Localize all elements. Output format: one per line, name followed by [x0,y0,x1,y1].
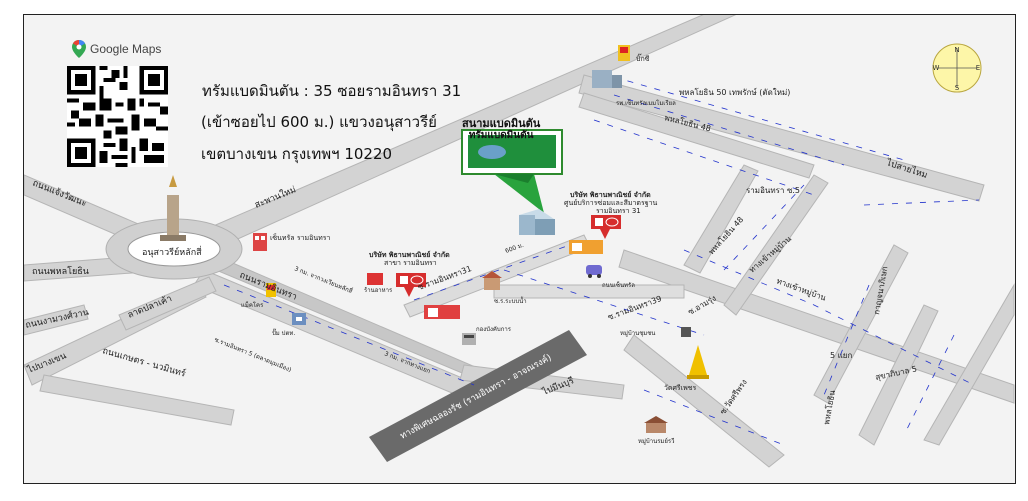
venue-label: สนามแบดมินตัน ทรัมแบดมินตัน [462,118,540,142]
expressway [369,330,587,462]
compass-icon: N S W E [932,43,982,93]
google-maps-pin-icon [72,40,86,58]
compass-e: E [976,64,980,72]
temple-icon [687,345,709,379]
compass-s: S [955,84,960,92]
label-km3: 3 กม. จากวงเวียนหลักสี่ [293,264,354,295]
label-toyota-b2: ศูนย์บริการซ่อมและสีมาตรฐาน [564,199,658,207]
label-kaset-nawamin: ถนนเกษตร - นวมินทร์ [101,344,187,379]
school-icon [681,327,691,337]
label-soi-watsriprong: ซ.วัดศรีพรง [718,378,749,416]
label-distance: 600 ม. [504,242,525,255]
hospital-icon [592,70,622,88]
label-monument: อนุสาวรีย์หลักสี่ [142,245,202,258]
label-house: ซ.ร.ระบบน้ำ [494,295,527,305]
label-ramintra5: รามอินทรา ซ.5 [746,186,800,195]
label-soi-amrut: ซ.อามรุ่ง [687,294,718,317]
label-toyota-a: บริษัท พิธานพาณิชย์ จำกัด [369,250,450,259]
label-five-yaek: 5 แยก [830,351,852,360]
address-line-3: เขตบางเขน กรุงเทพฯ 10220 [201,145,393,163]
monument-icon [160,175,186,241]
label-toyota-b: บริษัท พิธานพาณิชย์ จำกัด [570,190,651,199]
label-school: หมู่บ้านชุมชน [620,330,655,337]
label-toyota-b3: รามอินทรา 31 [596,207,641,215]
toyota-marker-a [396,273,426,297]
label-phahon50: พหลโยธิน 50 เทพรักษ์ (ตัดใหม่) [679,87,790,97]
label-temple: วัดศรีเพชร [664,384,696,392]
police-icon [462,333,476,345]
place-labels: อนุสาวรีย์หลักสี่ เซ็นทรัล รามอินทรา บริ… [142,53,696,445]
label-toyota-a2: สาขา รามอินทรา [384,259,437,267]
label-central: เซ็นทรัล รามอินทรา [270,233,330,242]
bigc-icon [618,45,630,61]
label-lotus: ถนนเซ็นทรัล [602,280,635,289]
direction-arrows [223,76,980,446]
label-police: กองบังคับการ [476,326,512,333]
address-line-1: ทรัมแบดมินตัน : 35 ซอยรามอินทรา 31 [202,82,462,100]
compass-w: W [933,64,940,72]
central-building-icon [253,233,267,251]
restaurant-icon [367,273,383,285]
venue-subtitle: ทรัมแบดมินตัน [468,130,534,141]
google-maps-label: Google Maps [90,42,162,56]
label-pumpkin: ปั๊ม ปตท. [272,328,295,337]
label-phahonyothin: ถนนพหลโยธิน [32,266,89,277]
label-hospital: รพ.เซ็นทรัลเมมโมเรียล [616,98,676,107]
court-building-icon [519,209,555,235]
venue-marker [461,129,563,213]
label-ramintra-km: ซ.รามอินทรา 5 (ตลาดมุมเมือง) [213,335,292,373]
dealer-building-icon [424,305,460,319]
map-canvas: ถนนแจ้งวัฒนะ สะพานใหม่ ถนนพหลโยธิน ลาดปล… [24,15,1015,468]
qr-code[interactable] [67,66,168,167]
google-maps-brand: Google Maps [72,39,161,59]
address-line-2: (เข้าซอยไป 600 ม.) แขวงอนุสาวรีย์ [201,113,437,131]
toyota-marker-b [591,215,621,239]
venue-title: สนามแบดมินตัน [462,117,541,130]
car-icon [586,265,602,278]
compass-n: N [954,46,959,54]
label-makro: แม็คโคร [241,300,264,309]
house-icon [482,271,502,290]
label-seven: ร้านอาหาร [364,287,393,294]
label-bigc: บิ๊กซี [636,53,650,63]
shop-icon [266,283,276,297]
fuel-pump-icon [292,313,306,325]
village-icon [644,416,668,433]
label-mall: หมู่บ้านรมย์รวี [638,437,674,445]
map-frame: ถนนแจ้งวัฒนะ สะพานใหม่ ถนนพหลโยธิน ลาดปล… [23,14,1016,484]
dealer-building-b-icon [569,240,603,254]
